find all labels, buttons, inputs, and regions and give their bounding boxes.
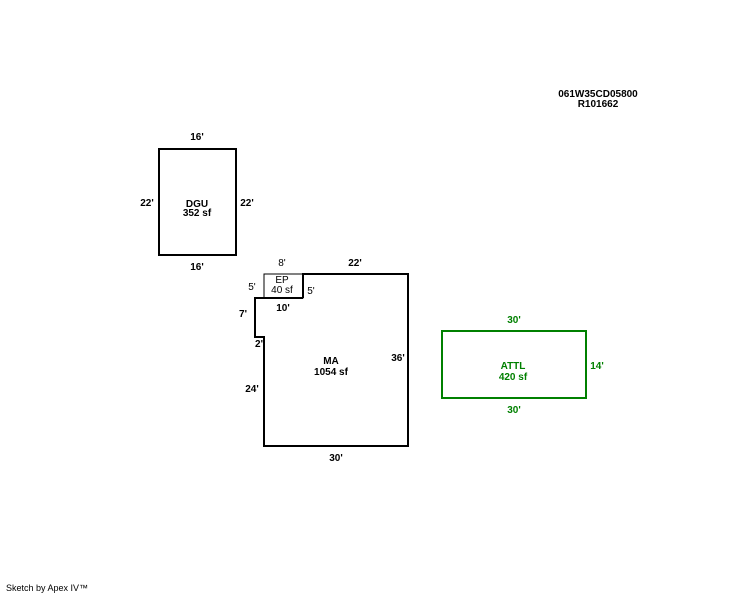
attl-top-dimension: 30' [507, 315, 521, 326]
ep-area: 40 sf [271, 285, 293, 296]
ep-top-dimension: 8' [278, 258, 286, 269]
attl-area: 420 sf [499, 372, 528, 383]
dgu-outline [158, 148, 237, 256]
dgu-bottom-dimension: 16' [190, 262, 204, 273]
area-ep: 8' 5' 5' EP 40 sf [248, 258, 315, 299]
parcel-id: 061W35CD05800 [558, 89, 638, 100]
dgu-right-dimension: 22' [240, 198, 254, 209]
ma-notch-width-dimension: 10' [276, 303, 290, 314]
ep-outline [263, 273, 304, 299]
attl-bottom-dimension: 30' [507, 405, 521, 416]
attl-outline [441, 330, 587, 399]
ma-name: MA [323, 356, 339, 367]
parcel-ref: R101662 [578, 99, 619, 110]
ep-name: EP [275, 275, 289, 286]
ma-step-dimension: 2' [255, 339, 263, 350]
dgu-name: DGU [186, 199, 208, 210]
dgu-left-dimension: 22' [140, 198, 154, 209]
area-ma: 22' 10' 7' 2' 24' 36' 30' MA 1054 sf [239, 258, 409, 464]
area-attl: 30' 30' 14' ATTL 420 sf [441, 315, 604, 416]
area-dgu: 16' 16' 22' 22' DGU 352 sf [140, 132, 254, 273]
sketch-credit: Sketch by Apex IV™ [6, 583, 89, 593]
ep-left-dimension: 5' [248, 282, 256, 293]
attl-name: ATTL [501, 361, 526, 372]
ma-left-dimension: 24' [245, 384, 259, 395]
attl-right-dimension: 14' [590, 361, 604, 372]
ep-right-dimension: 5' [307, 286, 315, 297]
ma-area: 1054 sf [314, 367, 349, 378]
dgu-top-dimension: 16' [190, 132, 204, 143]
ma-outline [254, 273, 409, 447]
ma-right-dimension: 36' [391, 353, 405, 364]
dgu-area: 352 sf [183, 208, 212, 219]
ma-notch-height-dimension: 7' [239, 309, 247, 320]
ma-top-dimension: 22' [348, 258, 362, 269]
ma-bottom-dimension: 30' [329, 453, 343, 464]
